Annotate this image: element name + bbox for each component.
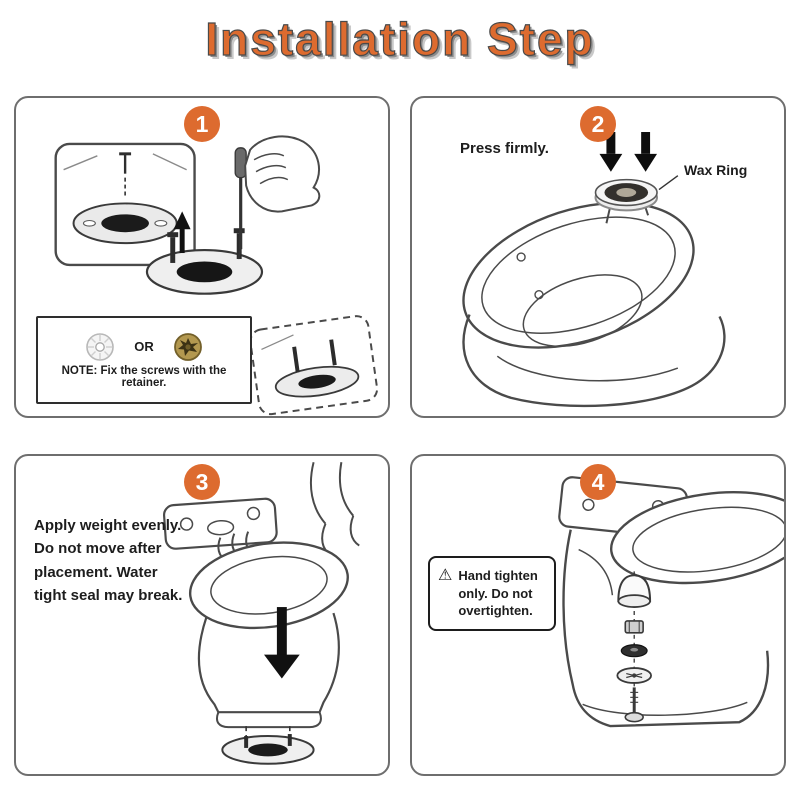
step-number: 4	[591, 468, 605, 495]
toilet-rear-view	[558, 476, 784, 728]
retainer-washer-icon	[616, 667, 652, 684]
nut-icon	[624, 620, 644, 634]
wax-ring-label: Wax Ring	[684, 162, 748, 178]
step-number-badge: 2	[580, 106, 616, 142]
step-panel-3: 3 Apply weight evenly. Do not move after…	[14, 454, 390, 776]
bolt-icon	[624, 687, 644, 723]
flange-icon	[221, 726, 315, 765]
down-arrow-icon	[264, 607, 300, 679]
mounted-flange-inset	[249, 315, 379, 416]
wax-ring-icon	[594, 178, 659, 224]
step1-illustration	[54, 135, 379, 416]
step-number: 1	[195, 110, 209, 137]
retainer-note-box: OR NOTE: Fix the screws with the retaine…	[36, 316, 252, 404]
retainer-options-row: OR	[82, 332, 206, 362]
toilet-bowl	[188, 541, 349, 729]
warning-triangle-icon: ⚠	[438, 567, 453, 584]
flange-icon	[145, 228, 264, 295]
bolt-cap-icon	[617, 574, 652, 608]
white-retainer-icon	[86, 332, 115, 361]
down-arrow-icon	[599, 132, 658, 172]
step-number-badge: 4	[580, 464, 616, 500]
rubber-washer-icon	[620, 644, 648, 658]
up-arrow-icon	[173, 211, 191, 254]
step-panel-2: 2 Press firmly. Wax Ring	[410, 96, 786, 418]
warning-box: ⚠ Hand tighten only. Do not overtighten.	[428, 556, 556, 631]
step-number-badge: 3	[184, 464, 220, 500]
toilet-top-view	[162, 497, 278, 550]
toilet-upside-down	[462, 201, 726, 408]
press-firmly-label: Press firmly.	[460, 140, 549, 157]
flange-inset-diagram	[54, 142, 196, 267]
step-number-badge: 1	[184, 106, 220, 142]
step-number: 3	[195, 468, 209, 495]
step3-illustration	[162, 461, 360, 765]
page-title: Installation Step	[205, 12, 595, 65]
steps-grid: 1	[14, 96, 786, 776]
retainer-note-text: NOTE: Fix the screws with the retainer.	[61, 364, 227, 389]
wax-ring-pointer-line	[658, 175, 679, 191]
step-number: 2	[591, 110, 605, 137]
step2-illustration	[462, 132, 726, 408]
hand-icon	[244, 135, 321, 213]
step-panel-4: 4 ⚠ Hand tighten only. Do not overtighte…	[410, 454, 786, 776]
warning-text: Hand tighten only. Do not overtighten.	[458, 568, 538, 619]
bolt-assembly-exploded	[616, 571, 652, 723]
apply-weight-instruction: Apply weight evenly. Do not move after p…	[34, 517, 183, 604]
or-label: OR	[134, 339, 154, 354]
step-panel-1: 1	[14, 96, 390, 418]
brass-retainer-icon	[173, 332, 202, 361]
